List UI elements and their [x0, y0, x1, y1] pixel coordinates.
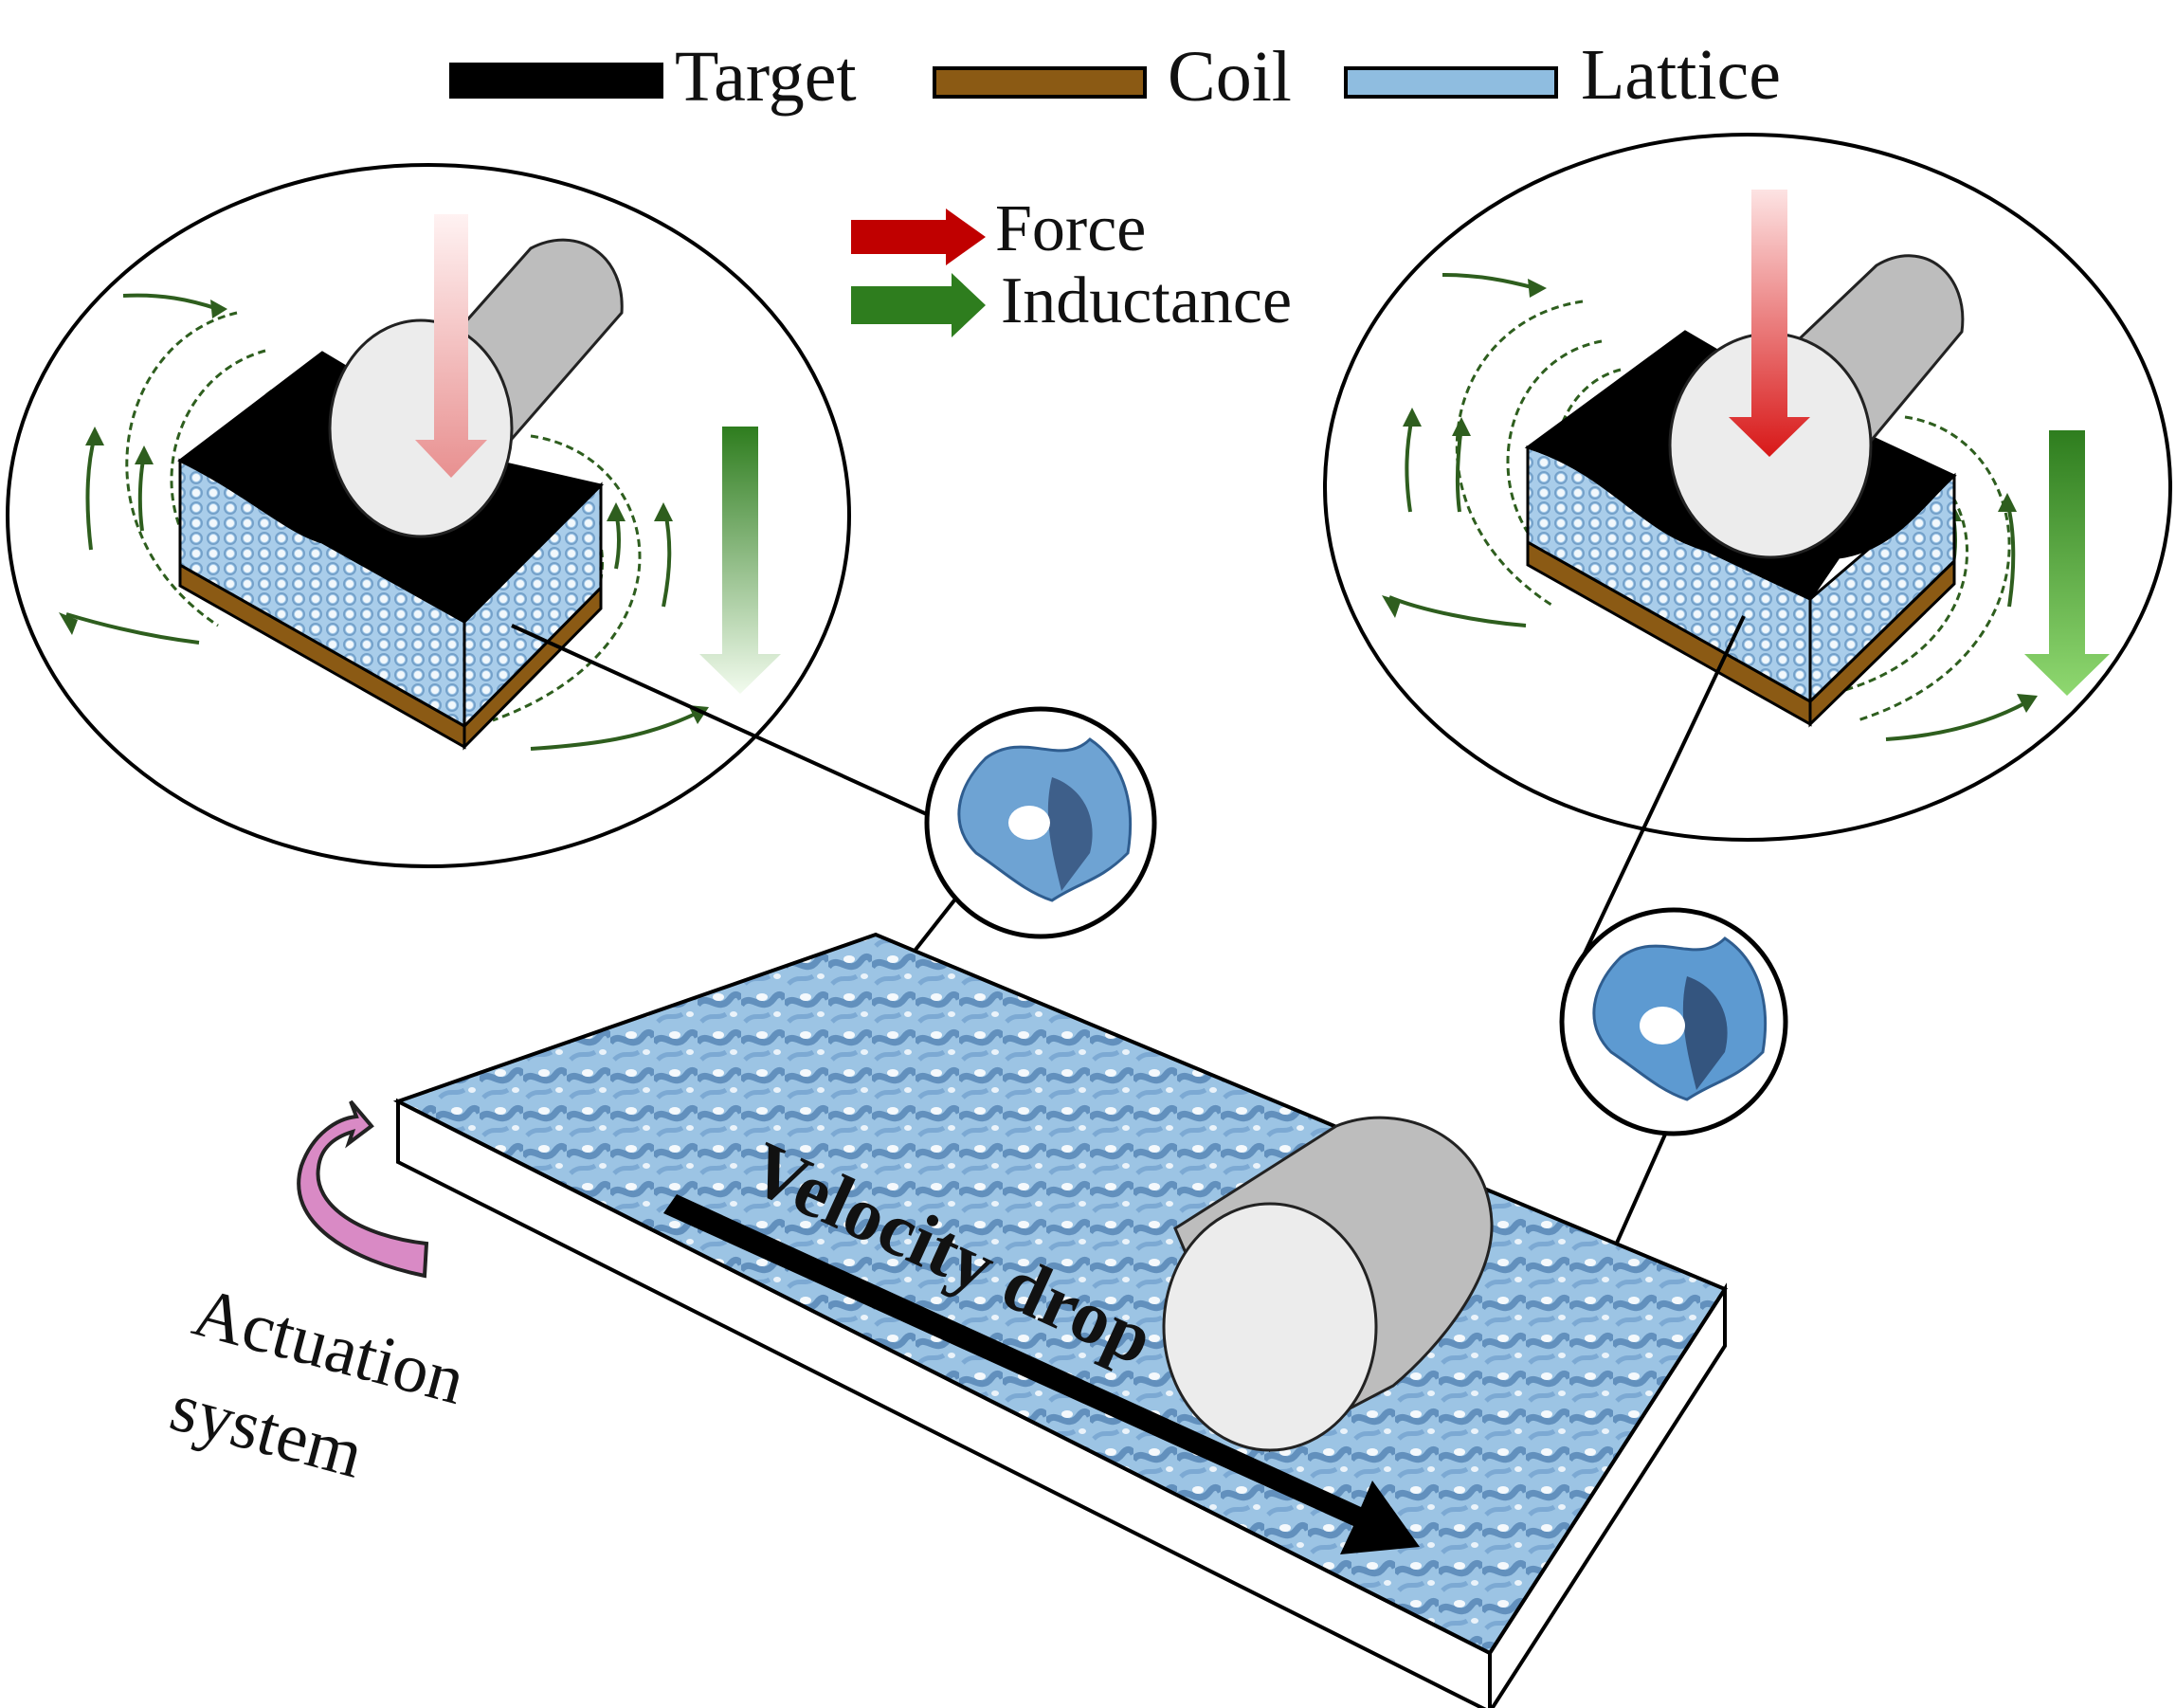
field-line — [1857, 415, 2011, 722]
legend-label-coil: Coil — [1168, 37, 1292, 117]
field-line — [492, 434, 642, 722]
field-line-arrow — [1388, 595, 1527, 627]
plate-roller-face — [1162, 1202, 1378, 1452]
arrowhead-icon — [1382, 595, 1401, 618]
plate-roller — [1162, 1116, 1494, 1453]
arrowhead-icon — [1528, 279, 1547, 298]
unit-cell-hole — [1008, 806, 1050, 840]
force-key: Force — [851, 192, 1146, 265]
plate-top-surface — [392, 932, 1728, 1656]
unit-cell-shade — [1047, 777, 1093, 891]
connector-right-upper — [1581, 615, 1746, 958]
arrowhead-icon — [59, 612, 78, 635]
lattice-swatch — [1344, 66, 1558, 99]
legend: Target Coil Lattice — [449, 35, 1781, 117]
right-force-arrow-icon — [1729, 190, 1810, 457]
legend-item-coil: Coil — [933, 37, 1292, 117]
legend-item-target: Target — [449, 37, 857, 117]
unit-cell-shade — [1682, 976, 1728, 1090]
legend-item-lattice: Lattice — [1344, 35, 1781, 115]
velocity-arrow-icon — [663, 1194, 1420, 1554]
field-line-arrow — [1442, 273, 1536, 290]
field-line-arrow — [65, 612, 200, 645]
target-swatch — [449, 63, 663, 99]
arrow-key: Force Inductance — [851, 192, 1292, 337]
field-line — [125, 311, 238, 627]
force-arrow-icon — [851, 209, 986, 265]
field-line-arrow — [1885, 700, 2029, 741]
arrowhead-icon — [654, 502, 673, 521]
arrowhead-icon — [85, 427, 104, 445]
field-line — [1506, 339, 1603, 580]
unit-cell-zoom-right — [1559, 907, 1788, 1136]
inductance-key: Inductance — [851, 264, 1292, 337]
right-inductance-arrow-icon — [2024, 430, 2110, 696]
legend-label-target: Target — [675, 37, 857, 117]
field-line-arrow — [122, 293, 219, 311]
coil-swatch — [933, 66, 1147, 99]
connector-left-upper — [511, 624, 930, 817]
unit-cell-zoom-left — [924, 706, 1157, 939]
inductance-arrow-icon — [851, 273, 986, 337]
actuation-arrow-icon — [297, 1099, 429, 1279]
field-line-arrow — [530, 709, 702, 751]
arrowhead-icon — [607, 502, 626, 521]
legend-label-lattice: Lattice — [1581, 35, 1781, 115]
arrowhead-icon — [135, 445, 154, 464]
arrowhead-icon — [2017, 694, 2038, 713]
arrowhead-icon — [1998, 493, 2017, 512]
right-sensor-block — [1524, 330, 1957, 728]
left-inductance-arrow-icon — [699, 427, 781, 694]
unit-cell-hole — [1640, 1007, 1685, 1045]
arrowhead-icon — [1403, 408, 1422, 427]
inductance-label: Inductance — [1001, 264, 1292, 337]
left-callout — [6, 163, 851, 868]
lattice-plate — [392, 932, 1728, 1708]
left-force-arrow-icon — [415, 214, 487, 478]
force-label: Force — [995, 192, 1146, 265]
right-callout — [1323, 133, 2172, 842]
left-roller-face — [328, 318, 514, 538]
arrowhead-icon — [1452, 417, 1471, 436]
field-line-arrow — [85, 435, 97, 551]
arrowhead-icon — [210, 300, 227, 318]
